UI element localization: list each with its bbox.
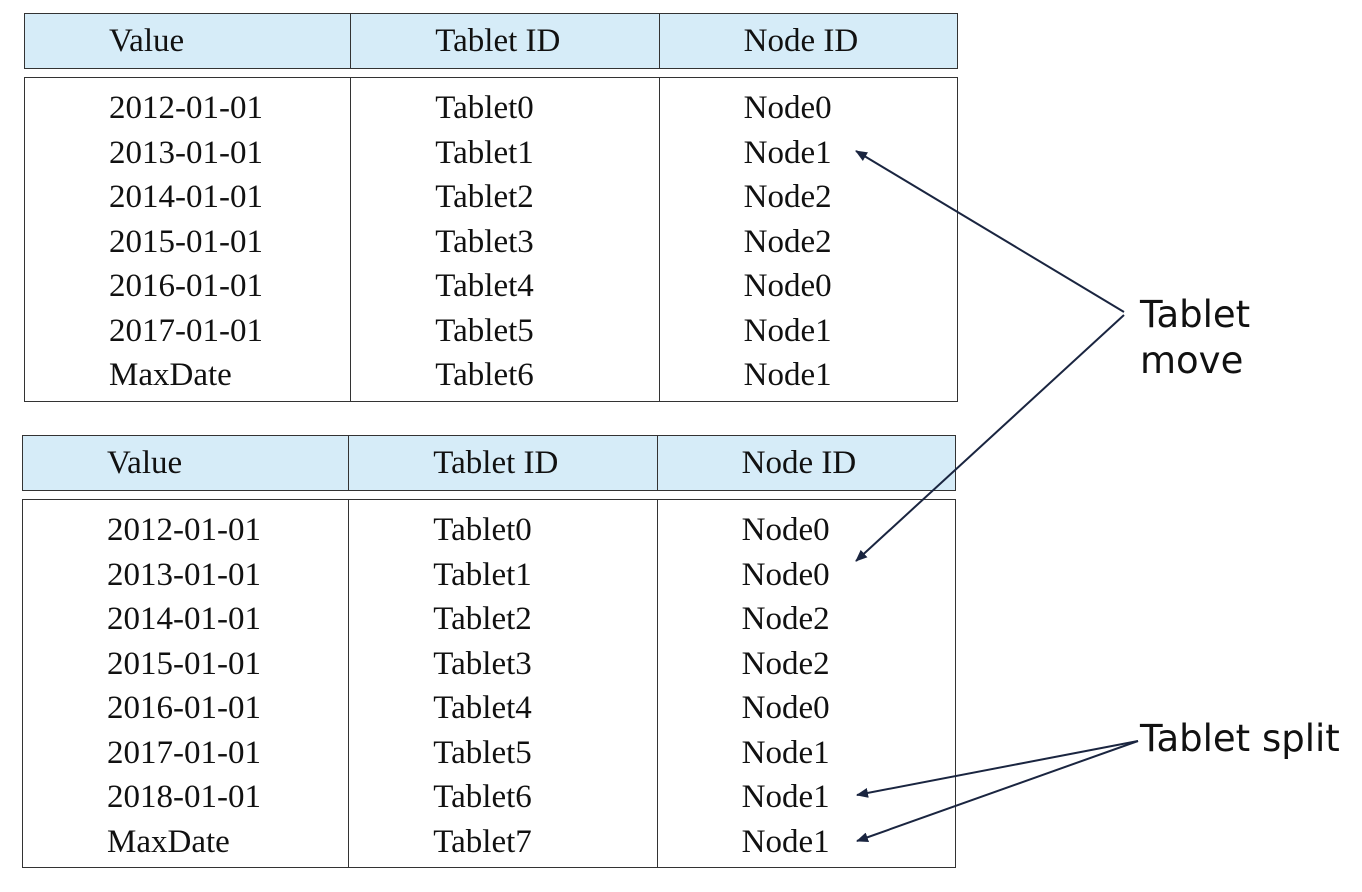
cell-value: 2015-01-01 (109, 223, 263, 260)
cell-tablet-id: Tablet1 (433, 556, 532, 593)
cell-value: 2013-01-01 (107, 556, 261, 593)
table-header: Value Tablet ID Node ID (22, 435, 956, 491)
cell-tablet-id: Tablet4 (433, 690, 532, 726)
cell-node-id: Node0 (741, 690, 830, 726)
cell-node-id: Node1 (741, 823, 830, 860)
move-arrow-to-new-node (855, 314, 1125, 562)
cell-tablet-id: Tablet1 (435, 134, 534, 171)
cell-value: 2013-01-01 (109, 134, 263, 171)
cell-node-id: Node1 (743, 357, 832, 393)
header-node-id: Node ID (656, 436, 955, 490)
cell-tablet-id: Tablet5 (433, 734, 532, 771)
tablet-split-label: Tablet split (1140, 717, 1340, 760)
cell-value: 2012-01-01 (107, 512, 261, 548)
column-node-id: Node0 Node1 Node2 Node2 Node0 Node1 Node… (658, 78, 957, 401)
table-header: Value Tablet ID Node ID (24, 13, 958, 69)
cell-tablet-id: Tablet5 (435, 312, 534, 349)
cell-tablet-id: Tablet2 (433, 601, 532, 637)
cell-value: 2016-01-01 (109, 268, 263, 304)
cell-value: 2014-01-01 (109, 179, 263, 215)
cell-tablet-id: Tablet3 (435, 223, 534, 260)
table-body: 2012-01-01 2013-01-01 2014-01-01 2015-01… (22, 499, 956, 868)
table-body: 2012-01-01 2013-01-01 2014-01-01 2015-01… (24, 77, 958, 402)
cell-value: MaxDate (107, 823, 230, 860)
cell-value: 2016-01-01 (107, 690, 261, 726)
cell-tablet-id: Tablet0 (433, 512, 532, 548)
column-node-id: Node0 Node0 Node2 Node2 Node0 Node1 Node… (656, 500, 955, 867)
cell-tablet-id: Tablet4 (435, 268, 534, 304)
column-tablet-id: Tablet0 Tablet1 Tablet2 Tablet3 Tablet4 … (348, 500, 656, 867)
cell-tablet-id: Tablet6 (435, 357, 534, 393)
column-value: 2012-01-01 2013-01-01 2014-01-01 2015-01… (23, 500, 348, 867)
header-tablet-id: Tablet ID (348, 436, 656, 490)
cell-node-id: Node2 (741, 645, 830, 682)
header-value: Value (109, 23, 185, 59)
column-value: 2012-01-01 2013-01-01 2014-01-01 2015-01… (25, 78, 350, 401)
cell-value: 2017-01-01 (107, 734, 261, 771)
cell-node-id: Node1 (741, 779, 830, 815)
header-tablet-id: Tablet ID (350, 14, 658, 68)
cell-tablet-id: Tablet7 (433, 823, 532, 860)
cell-tablet-id: Tablet6 (433, 779, 532, 815)
cell-value: 2014-01-01 (107, 601, 261, 637)
cell-node-id: Node2 (743, 223, 832, 260)
cell-node-id: Node0 (741, 512, 830, 548)
cell-tablet-id: Tablet3 (433, 645, 532, 682)
cell-tablet-id: Tablet0 (435, 90, 534, 126)
cell-node-id: Node2 (741, 601, 830, 637)
tablet-move-line2: move (1140, 339, 1244, 382)
cell-node-id: Node1 (741, 734, 830, 771)
cell-value: 2017-01-01 (109, 312, 263, 349)
cell-value: 2012-01-01 (109, 90, 263, 126)
column-tablet-id: Tablet0 Tablet1 Tablet2 Tablet3 Tablet4 … (350, 78, 658, 401)
tablet-move-line1: Tablet (1140, 293, 1251, 336)
cell-value: 2015-01-01 (107, 645, 261, 682)
split-arrow-tablet6 (856, 740, 1139, 798)
cell-node-id: Node0 (741, 556, 830, 593)
header-value: Value (107, 445, 183, 481)
cell-value: 2018-01-01 (107, 779, 261, 815)
header-node-id: Node ID (658, 14, 957, 68)
cell-value: MaxDate (109, 357, 232, 393)
cell-node-id: Node1 (743, 134, 832, 171)
split-arrow-tablet7 (856, 740, 1139, 843)
tablet-move-label: Tablet move (1140, 292, 1250, 384)
cell-node-id: Node2 (743, 179, 832, 215)
move-arrow-to-old-node (855, 150, 1125, 313)
cell-node-id: Node0 (743, 268, 832, 304)
cell-tablet-id: Tablet2 (435, 179, 534, 215)
cell-node-id: Node1 (743, 312, 832, 349)
cell-node-id: Node0 (743, 90, 832, 126)
